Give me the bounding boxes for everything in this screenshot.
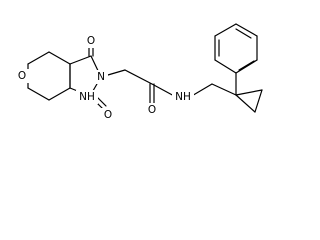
phenyl-ring xyxy=(214,23,258,96)
bond xyxy=(214,23,237,37)
ketone-oxygen-label: O xyxy=(87,35,95,47)
bond xyxy=(235,59,258,74)
urea-oxygen-label: O xyxy=(104,109,112,121)
cyclopropane-ring xyxy=(235,89,263,113)
bond xyxy=(211,83,237,96)
bond xyxy=(235,23,258,37)
bond xyxy=(254,89,263,113)
bond xyxy=(69,55,92,65)
oxane-ring xyxy=(27,51,71,101)
imide-nitrogen-label: N xyxy=(97,71,105,83)
amide-nh-label: NH xyxy=(175,91,191,103)
bond xyxy=(214,59,237,74)
bond xyxy=(235,89,263,96)
ring-oxygen-label: O xyxy=(18,70,26,82)
atom-labels: O O O O N NH NH xyxy=(15,34,194,122)
bond xyxy=(124,69,153,85)
molecule-structure-diagram: O O O O N NH NH xyxy=(15,23,263,122)
bond xyxy=(27,51,50,65)
amide-side-chain xyxy=(100,69,237,105)
bond xyxy=(48,51,71,65)
bond xyxy=(235,28,252,39)
bond xyxy=(48,87,71,101)
ring-nh-label: NH xyxy=(79,91,95,103)
bond xyxy=(238,60,255,71)
amide-oxygen-label: O xyxy=(148,104,156,116)
bond xyxy=(27,87,50,101)
bond xyxy=(235,94,256,113)
